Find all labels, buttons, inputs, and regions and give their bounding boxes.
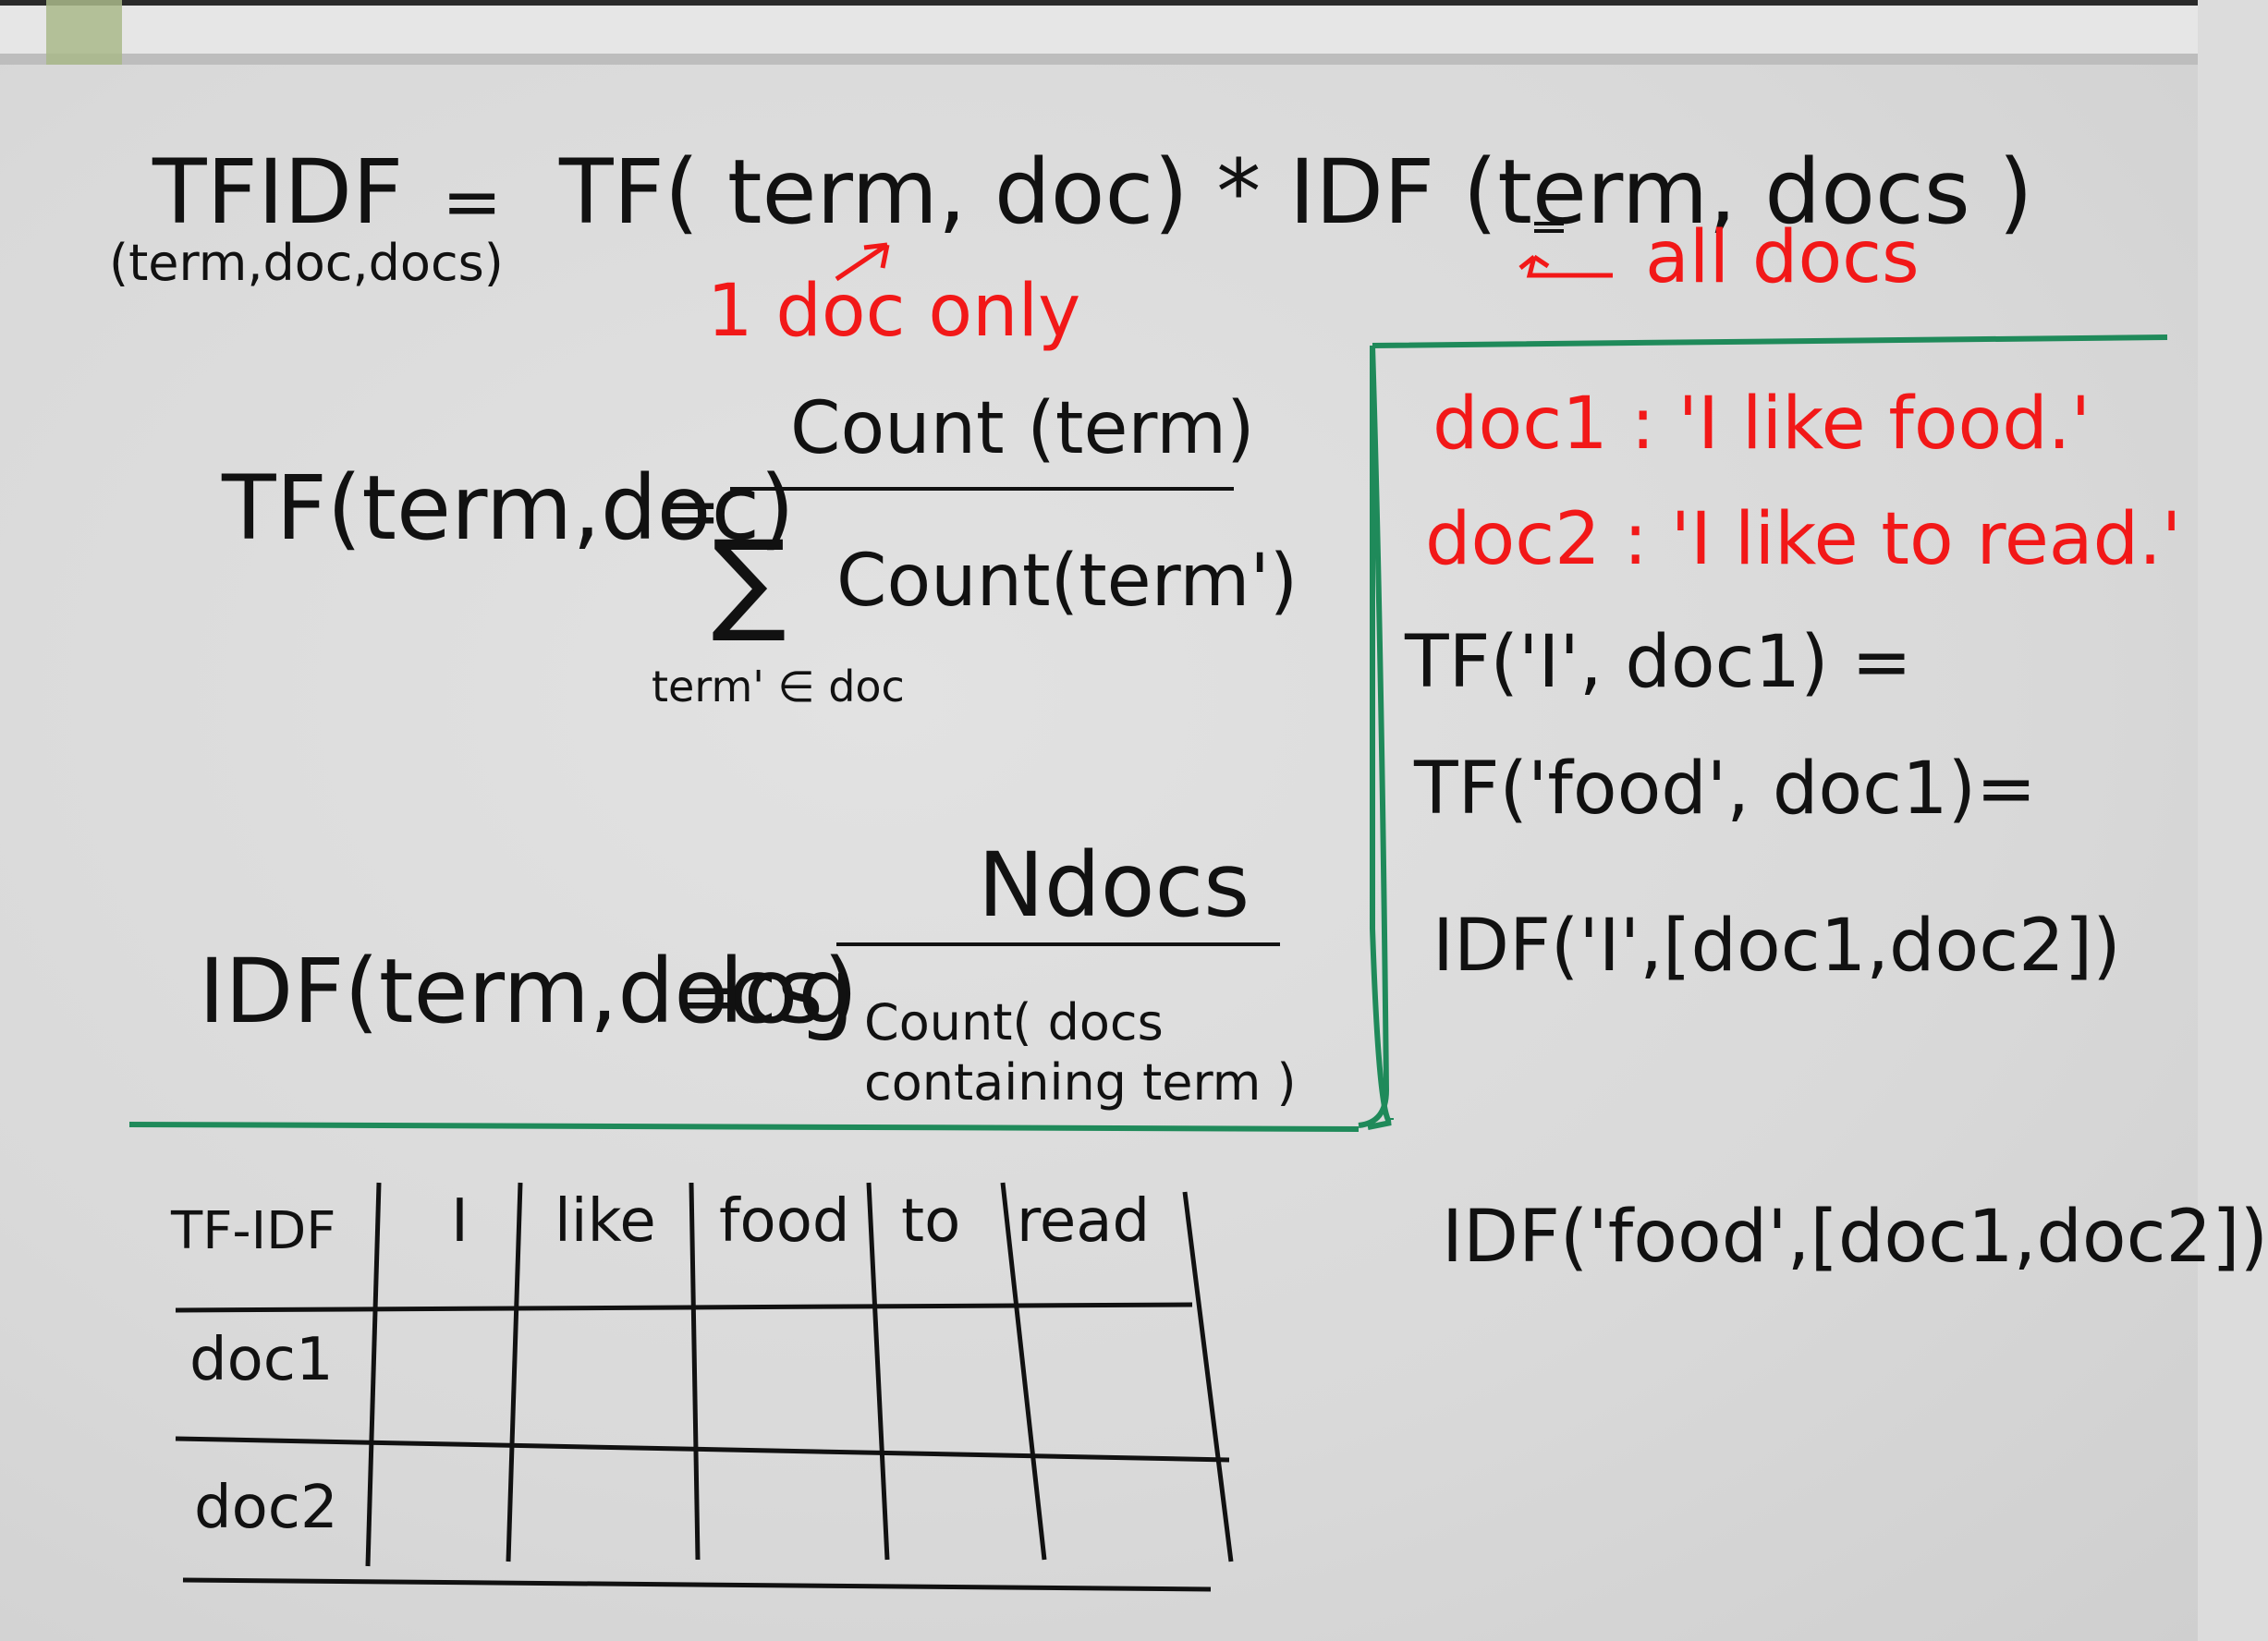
docs-s-underline xyxy=(1534,222,1564,233)
idf-equals: = xyxy=(677,955,738,1039)
formula-equals: = xyxy=(442,161,503,244)
green-box-outline xyxy=(1367,334,2168,1130)
green-box-right-edge xyxy=(1358,345,1390,1128)
tf-fraction-bar xyxy=(730,487,1234,491)
tf-denominator: Count(term') xyxy=(836,540,1299,623)
example-tf-food: TF('food', doc1)= xyxy=(1414,748,2037,831)
table-col-to: to xyxy=(901,1187,961,1256)
table-row-doc2: doc2 xyxy=(194,1474,338,1542)
note-all-docs: all docs xyxy=(1645,216,1920,299)
example-doc2: doc2 : 'I like to read.' xyxy=(1425,498,2182,581)
table-grid xyxy=(175,1182,1234,1592)
red-arrow-docs xyxy=(1518,254,1613,278)
idf-log: log xyxy=(719,940,855,1043)
formula-lhs: TFIDF xyxy=(152,140,404,244)
table-col-i: I xyxy=(451,1187,469,1256)
board-top-frame xyxy=(0,0,2198,65)
example-idf-food: IDF('food',[doc1,doc2]) xyxy=(1442,1196,2268,1279)
tape-strip xyxy=(46,0,122,72)
formula-lhs-args: (term,doc,docs) xyxy=(109,234,504,292)
example-idf-i: IDF('I',[doc1,doc2]) xyxy=(1433,905,2121,988)
idf-numerator: Ndocs xyxy=(978,833,1250,937)
tf-lhs: TF(term,doc) xyxy=(222,456,795,560)
tf-equals: = xyxy=(661,470,722,553)
table-row-doc1: doc1 xyxy=(189,1326,334,1394)
green-separator-line xyxy=(128,1122,1360,1132)
idf-denominator: Count( docs containing term ) xyxy=(864,993,1297,1112)
table-col-like: like xyxy=(555,1187,656,1256)
tf-sum-subscript: term' ∈ doc xyxy=(652,662,905,711)
tf-numerator: Count (term) xyxy=(790,387,1255,470)
red-arrow-doc xyxy=(835,242,890,282)
table-corner: TF-IDF xyxy=(171,1201,336,1261)
table-col-read: read xyxy=(1017,1187,1151,1256)
table-col-food: food xyxy=(719,1187,850,1256)
sigma-symbol: ∑ xyxy=(712,517,786,646)
example-doc1: doc1 : 'I like food.' xyxy=(1433,383,2091,466)
formula-rhs: TF( term, doc) * IDF (term, docs ) xyxy=(559,140,2033,244)
note-one-doc-only: 1 doc only xyxy=(707,270,1081,353)
idf-fraction-bar xyxy=(836,942,1280,946)
board-drawing xyxy=(128,222,2168,1592)
example-tf-i: TF('I', doc1) = xyxy=(1405,621,1912,704)
whiteboard xyxy=(0,65,2198,1641)
idf-lhs: IDF(term,docs) xyxy=(199,940,859,1043)
